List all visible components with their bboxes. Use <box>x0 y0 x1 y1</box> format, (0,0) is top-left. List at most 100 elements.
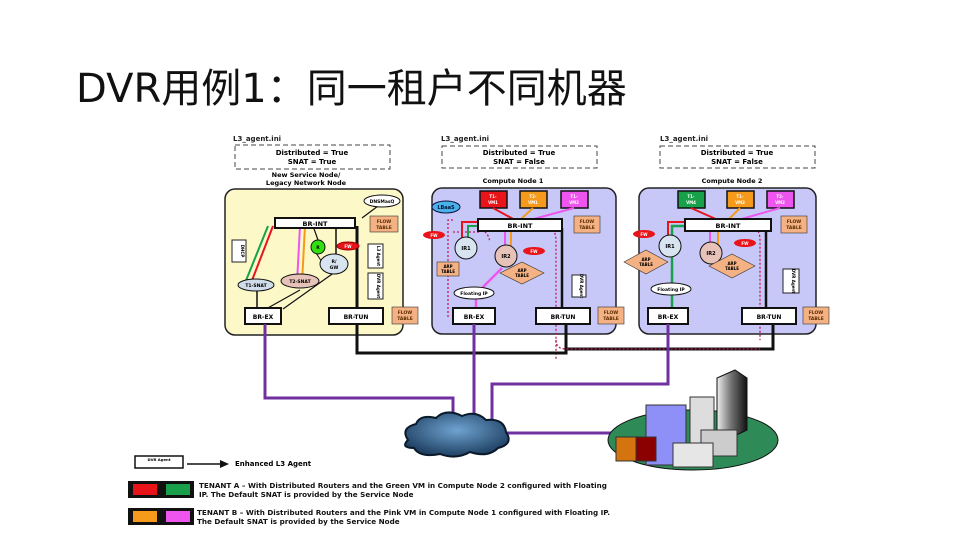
svg-text:Distributed = True: Distributed = True <box>483 149 556 157</box>
svg-text:L3_agent.ini: L3_agent.ini <box>441 135 489 143</box>
svg-text:LBaaS: LBaaS <box>437 205 455 211</box>
svg-text:T2-SNAT: T2-SNAT <box>289 279 311 285</box>
svg-text:DHCP: DHCP <box>240 245 245 258</box>
svg-text:FW: FW <box>530 249 538 254</box>
l3-agent: L3 Agent <box>367 243 384 269</box>
arp-table: ARP TABLE <box>708 253 756 279</box>
svg-text:R: R <box>316 245 320 251</box>
svg-text:VM2: VM2 <box>775 200 785 205</box>
config-line: Distributed = True <box>276 149 349 157</box>
node-name: New Service Node/ <box>272 171 341 179</box>
svg-text:ARP: ARP <box>443 264 452 269</box>
br-tun <box>741 307 797 325</box>
svg-text:L3_agent.ini: L3_agent.ini <box>660 135 708 143</box>
svg-text:TABLE: TABLE <box>808 316 824 322</box>
br-ex <box>244 307 282 325</box>
svg-text:VM1: VM1 <box>528 200 538 205</box>
svg-text:T1-: T1- <box>570 194 578 199</box>
dnsmasq-label: DNSMasQ <box>370 199 395 205</box>
svg-text:FW: FW <box>430 233 438 238</box>
campus-buildings-icon <box>607 369 779 471</box>
config-box <box>234 144 391 170</box>
fw-badge <box>336 241 360 251</box>
svg-text:Distributed = True: Distributed = True <box>701 149 774 157</box>
lbaas <box>431 200 461 214</box>
config-title: L3_agent.ini <box>233 135 281 143</box>
svg-text:DVR Agent: DVR Agent <box>376 274 381 298</box>
tunnel-links <box>355 324 775 355</box>
svg-text:FLOW: FLOW <box>604 310 619 316</box>
vm-box: T1- VM1 <box>479 190 508 209</box>
svg-text:ARP: ARP <box>517 268 526 273</box>
service-node: L3_agent.ini Distributed = True SNAT = T… <box>224 135 419 336</box>
svg-text:BR-TUN: BR-TUN <box>551 314 576 321</box>
vm-box: T1- VM4 <box>677 190 706 209</box>
external-links <box>263 324 670 435</box>
arrow-head-icon <box>220 460 229 468</box>
dvr-agent: DVR Agent <box>782 268 800 294</box>
node-name: Compute Node 1 <box>483 177 544 185</box>
vm-box: T1- VM2 <box>560 190 589 209</box>
svg-text:FW: FW <box>741 241 749 246</box>
svg-text:VM4: VM4 <box>686 200 696 205</box>
svg-text:TABLE: TABLE <box>786 225 802 231</box>
svg-text:TABLE: TABLE <box>603 316 619 322</box>
svg-text:BR-EX: BR-EX <box>658 314 679 321</box>
tenant-a-line: IP. The Default SNAT is provided by the … <box>199 490 414 499</box>
arp-table: ARP TABLE <box>436 261 460 277</box>
svg-text:ARP: ARP <box>727 261 736 266</box>
svg-text:IR2: IR2 <box>706 251 716 257</box>
svg-text:GW: GW <box>330 265 339 271</box>
node-name: Compute Node 2 <box>702 177 763 185</box>
slide-title: DVR用例1：同一租户不同机器 <box>76 66 627 112</box>
svg-text:T2-: T2- <box>776 194 784 199</box>
legend-dvr-agent-box: DVR Agent <box>134 455 184 469</box>
vm-box: T1- VM3 <box>726 190 755 209</box>
svg-text:IR1: IR1 <box>665 244 675 250</box>
dvr-agent: DVR Agent <box>367 272 384 300</box>
tenant-b-line: The Default SNAT is provided by the Serv… <box>197 517 400 526</box>
svg-text:FW: FW <box>640 232 648 237</box>
green-router <box>310 239 326 255</box>
svg-text:T1-: T1- <box>687 194 695 199</box>
node-name: Legacy Network Node <box>266 179 347 187</box>
svg-text:FLOW: FLOW <box>398 310 413 316</box>
svg-text:R/: R/ <box>331 259 336 265</box>
svg-text:BR-EX: BR-EX <box>464 314 485 321</box>
svg-text:BR-INT: BR-INT <box>716 222 742 230</box>
svg-text:BR-TUN: BR-TUN <box>344 314 369 321</box>
arp-table: ARP TABLE <box>623 249 669 275</box>
router-gw <box>319 253 349 275</box>
flow-table-callout: FLOW TABLE <box>597 306 625 325</box>
flow-table-callout: FLOW TABLE <box>573 215 601 234</box>
ir2 <box>494 244 518 268</box>
svg-text:TABLE: TABLE <box>441 269 455 274</box>
svg-text:BR-EX: BR-EX <box>253 314 274 321</box>
svg-text:FLOW: FLOW <box>580 219 595 225</box>
floating-ip <box>453 286 495 300</box>
svg-text:BR-TUN: BR-TUN <box>757 314 782 321</box>
svg-text:TABLE: TABLE <box>725 266 739 271</box>
svg-text:VM3: VM3 <box>735 200 745 205</box>
tenant-b-line: TENANT B – With Distributed Routers and … <box>197 508 610 517</box>
svg-text:L3 Agent: L3 Agent <box>376 246 381 266</box>
legend-agent-desc: Enhanced L3 Agent <box>235 460 312 468</box>
br-int <box>477 218 563 232</box>
flow-table-callout: FLOW TABLE <box>369 215 399 233</box>
svg-text:FLOW: FLOW <box>377 219 392 225</box>
br-int <box>684 218 772 232</box>
br-int-label: BR-INT <box>303 220 329 228</box>
vm-box: T2- VM2 <box>766 190 795 209</box>
svg-text:DVR Agent: DVR Agent <box>147 457 170 462</box>
svg-text:DVR Agent: DVR Agent <box>791 269 796 293</box>
svg-text:VM2: VM2 <box>569 200 579 205</box>
fw-badge <box>734 239 756 247</box>
svg-text:BR-INT: BR-INT <box>508 222 534 230</box>
svg-text:T1-: T1- <box>489 194 497 199</box>
dnsmasq <box>363 194 401 208</box>
svg-text:Floating IP: Floating IP <box>460 291 488 297</box>
tenant-b-description: TENANT B – With Distributed Routers and … <box>197 508 610 526</box>
svg-text:FW: FW <box>344 244 352 249</box>
svg-text:TABLE: TABLE <box>579 225 595 231</box>
svg-text:TABLE: TABLE <box>639 262 653 267</box>
